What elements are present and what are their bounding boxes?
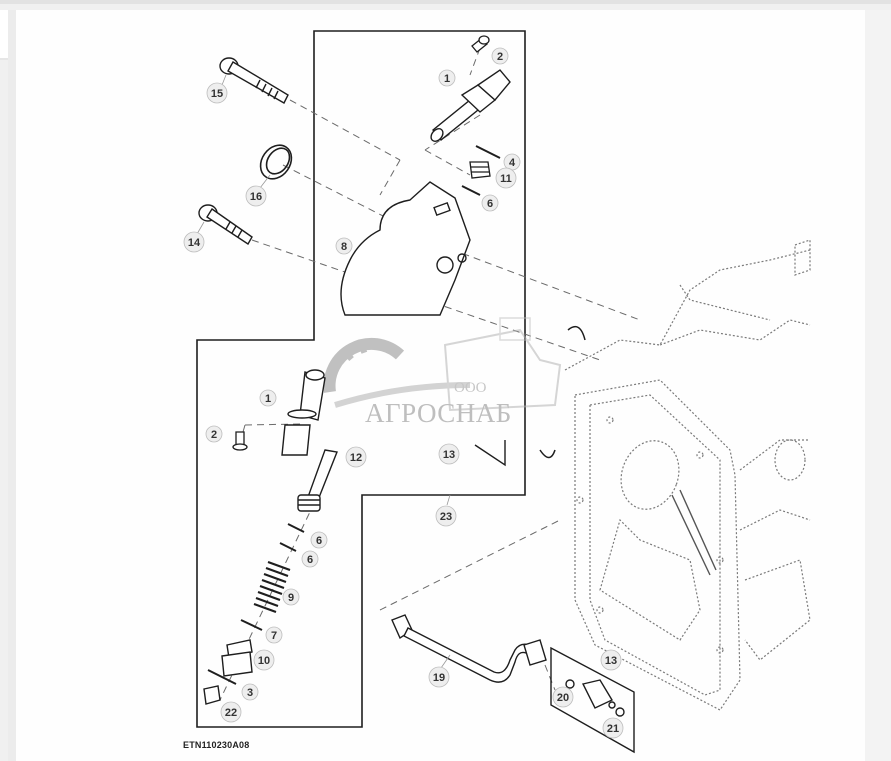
callout-21: 21 [602, 717, 624, 739]
valve-housing-8-icon [340, 181, 471, 316]
svg-text:15: 15 [211, 88, 223, 100]
svg-text:1: 1 [444, 73, 450, 85]
svg-text:4: 4 [509, 157, 516, 169]
plug-10-icon [221, 639, 253, 677]
o-rings-6-lower-icon [279, 523, 305, 552]
assembly-frame [196, 30, 526, 728]
svg-text:9: 9 [288, 592, 294, 604]
transmission-housing-icon [564, 239, 811, 711]
callout-8: 8 [335, 237, 353, 255]
callout-3: 3 [241, 683, 259, 701]
svg-text:13: 13 [605, 655, 617, 667]
svg-text:10: 10 [258, 655, 270, 667]
svg-text:7: 7 [271, 630, 277, 642]
svg-text:11: 11 [500, 173, 512, 185]
svg-text:8: 8 [341, 241, 347, 253]
hydraulic-line-19-icon [391, 614, 547, 683]
o-ring-3-icon [207, 669, 237, 685]
bolt-15-icon [219, 57, 289, 104]
callout-2: 2 [205, 425, 223, 443]
callout-1: 1 [259, 389, 277, 407]
callout-23: 23 [435, 505, 457, 527]
callout-6: 6 [301, 550, 319, 568]
figure-id: ETN110230A08 [183, 740, 250, 750]
callout-6: 6 [310, 531, 328, 549]
callout-4: 4 [503, 153, 521, 171]
svg-text:2: 2 [497, 51, 503, 63]
browser-top-bar [0, 0, 891, 4]
callout-13: 13 [438, 443, 460, 465]
watermark-logo: ООО АГРОСНАБ [323, 317, 562, 428]
svg-text:16: 16 [250, 191, 262, 203]
leader-lines [196, 74, 613, 669]
plug-11-icon [469, 161, 491, 179]
right-scroll-gutter[interactable] [865, 10, 891, 761]
svg-text:6: 6 [487, 198, 493, 210]
svg-text:6: 6 [316, 535, 322, 547]
bolt-14-icon [198, 204, 253, 245]
washer-7-icon [240, 619, 263, 631]
callout-11: 11 [495, 167, 517, 189]
svg-text:3: 3 [247, 687, 253, 699]
callout-7: 7 [265, 626, 283, 644]
left-side-panel [0, 10, 8, 60]
svg-text:19: 19 [433, 672, 445, 684]
callout-6: 6 [481, 194, 499, 212]
callout-16: 16 [245, 185, 267, 207]
callout-20: 20 [552, 686, 574, 708]
callout-1: 1 [438, 69, 456, 87]
seal-ring-16-icon [259, 144, 293, 180]
o-ring-6-top-icon [461, 185, 481, 196]
svg-text:21: 21 [607, 723, 619, 735]
callout-12: 12 [345, 446, 367, 468]
callout-15: 15 [206, 82, 228, 104]
svg-text:13: 13 [443, 449, 455, 461]
svg-text:2: 2 [211, 429, 217, 441]
callout-13: 13 [600, 649, 622, 671]
pin-12-icon [297, 449, 338, 512]
o-ring-housing-icon [539, 325, 586, 459]
svg-text:22: 22 [225, 707, 237, 719]
callout-14: 14 [183, 231, 205, 253]
callout-10: 10 [253, 649, 275, 671]
callout-9: 9 [282, 588, 300, 606]
screw-2-top-icon [471, 35, 490, 53]
svg-text:14: 14 [188, 237, 201, 249]
left-gutter [8, 10, 16, 761]
svg-text:1: 1 [265, 393, 271, 405]
callout-2: 2 [491, 47, 509, 65]
housing-strut [671, 489, 717, 576]
sensor-1-lower-icon [281, 369, 326, 456]
fitting-box-13 [550, 646, 635, 754]
sensor-1-top-icon [430, 69, 511, 142]
svg-text:20: 20 [557, 692, 569, 704]
spring-9-icon [253, 560, 291, 614]
kit-23-box [474, 440, 506, 467]
svg-text:12: 12 [350, 452, 362, 464]
watermark-brand: АГРОСНАБ [365, 398, 512, 428]
svg-text:23: 23 [440, 511, 452, 523]
cap-22-icon [203, 685, 221, 705]
svg-text:6: 6 [307, 554, 313, 566]
watermark-prefix: ООО [454, 380, 487, 396]
fitting-icon [565, 679, 625, 717]
screw-2-lower-icon [232, 431, 248, 451]
callout-22: 22 [220, 701, 242, 723]
callout-19: 19 [428, 666, 450, 688]
o-ring-4-icon [475, 145, 501, 159]
